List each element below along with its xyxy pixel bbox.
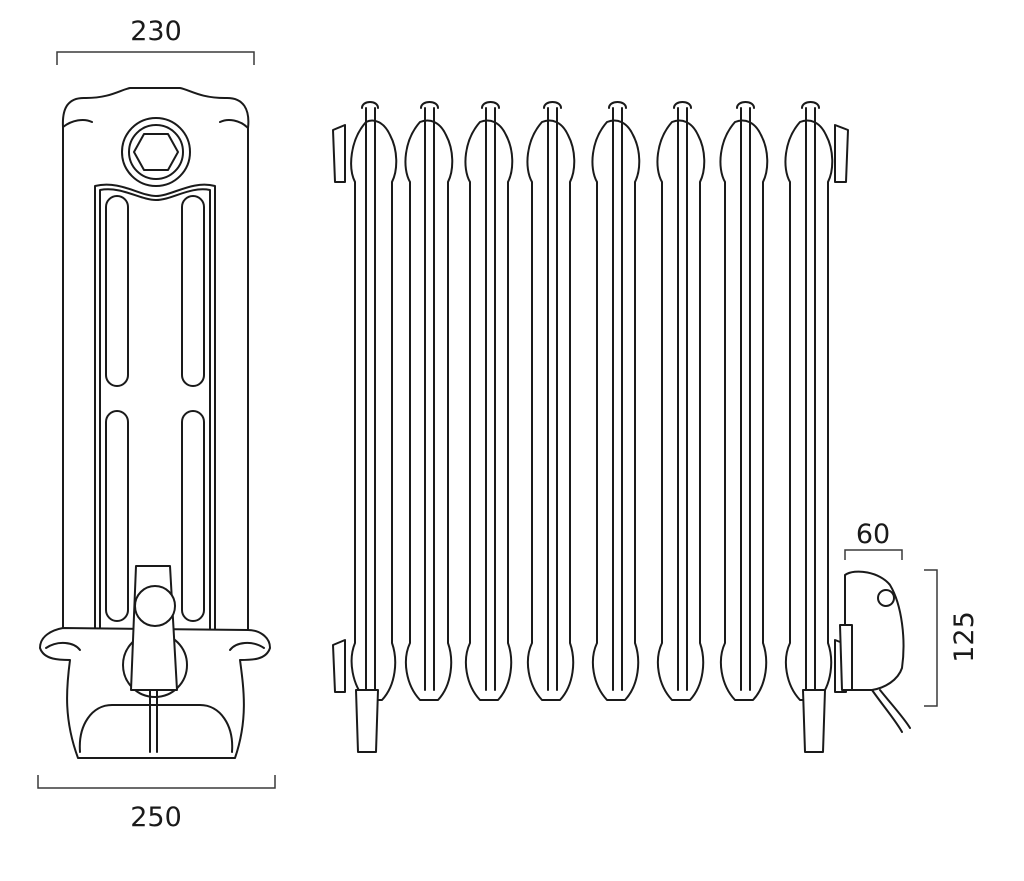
front-view-section (404, 101, 454, 701)
side-view-plug-ring (121, 117, 191, 187)
side-view-top-cap (61, 87, 250, 129)
element-head (844, 570, 905, 691)
dimension-base-width-label: 250 (130, 802, 182, 833)
dimension-valve-width-label: 60 (856, 519, 890, 550)
front-view-end-cap-right (834, 124, 849, 183)
thermostatic-element (839, 570, 911, 733)
side-view-cable (149, 689, 158, 753)
side-view-slot (105, 195, 129, 387)
side-view-valve-body (130, 565, 178, 691)
front-view-section (526, 101, 576, 701)
dimension-valve-width: 60 (844, 519, 903, 560)
side-view-inner-panel (94, 183, 216, 638)
radiator-front-view (332, 101, 849, 753)
dimension-base-width: 250 (37, 775, 276, 833)
front-view-section (591, 101, 641, 701)
front-view-section (719, 101, 769, 701)
hexagon-plug-icon (133, 133, 179, 171)
dimension-valve-height: 125 (924, 569, 980, 707)
side-view-slot (105, 410, 129, 622)
front-view-section (464, 101, 514, 701)
side-view-valve-knob (134, 585, 176, 627)
element-indicator-icon (877, 589, 895, 607)
front-view-foot-right (802, 689, 826, 753)
element-cable (871, 689, 911, 733)
radiator-side-view (39, 87, 271, 759)
front-view-section (350, 101, 398, 701)
side-view-slot (181, 410, 205, 622)
front-view-section (656, 101, 706, 701)
side-view-slot (181, 195, 205, 387)
dimension-top-width: 230 (56, 16, 255, 65)
dimension-valve-height-label: 125 (949, 611, 980, 663)
side-view-body (62, 126, 249, 631)
dimension-top-width-label: 230 (130, 16, 182, 47)
front-view-section (784, 101, 834, 701)
front-view-end-cap-left (332, 124, 346, 183)
front-view-foot-left (355, 689, 379, 753)
